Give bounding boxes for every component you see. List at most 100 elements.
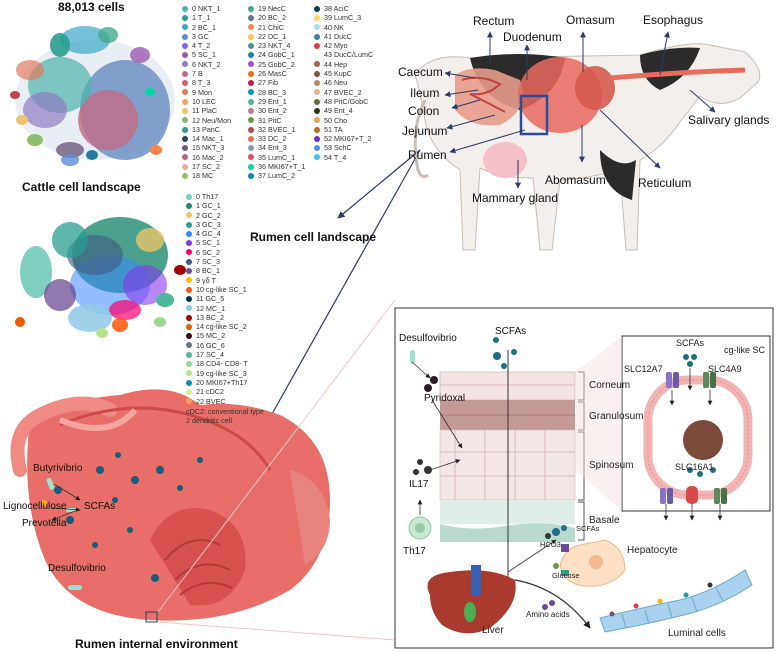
legend-item: 14 cg-like SC_2 <box>186 322 248 331</box>
legend-label: 19 cg-like SC_3 <box>196 368 247 378</box>
legend-item: 25 GobC_2 <box>248 60 305 69</box>
label-slc12a7: SLC12A7 <box>624 364 663 374</box>
legend-item: 53 SchC <box>314 143 373 152</box>
legend-label: 36 MKI67+T_1 <box>258 162 306 172</box>
legend-item: 6 SC_2 <box>186 248 248 257</box>
legend-swatch <box>186 193 192 200</box>
legend-label: 54 T_4 <box>324 152 347 162</box>
legend-item: 14 Mac_1 <box>182 134 231 143</box>
legend-swatch <box>248 52 254 59</box>
legend-swatch <box>182 52 188 59</box>
legend-swatch <box>186 305 192 312</box>
legend-swatch <box>186 258 192 265</box>
legend-item: 35 LumC_1 <box>248 153 305 162</box>
cattle-cell-count: 88,013 cells <box>58 0 125 14</box>
legend-swatch <box>248 163 254 170</box>
legend-label: 8 T_3 <box>192 78 211 88</box>
legend-item: 38 AciC <box>314 4 373 13</box>
legend-label: 5 SC_1 <box>196 238 220 248</box>
legend-item: 29 Ent_1 <box>248 97 305 106</box>
legend-label: 15 MC_2 <box>196 331 226 341</box>
legend-swatch <box>186 221 192 228</box>
legend-label: 40 NK <box>324 22 344 32</box>
label-scfas-rumen: SCFAs <box>84 501 116 512</box>
legend-swatch <box>186 379 192 386</box>
legend-label: 32 BVEC_1 <box>258 124 296 134</box>
legend-item: 47 BVEC_2 <box>314 88 373 97</box>
label-glucose: Glucose <box>552 571 580 580</box>
legend-swatch <box>186 333 192 340</box>
legend-label: 31 PitC <box>258 115 282 125</box>
label-abomasum: Abomasum <box>545 173 606 187</box>
arrow-rumen-to-environment <box>262 149 421 431</box>
legend-item: 32 BVEC_1 <box>248 125 305 134</box>
legend-swatch <box>248 107 254 114</box>
rumen-environment-illustration <box>10 299 396 641</box>
label-desulfovibrio-rumen: Desulfovibrio <box>48 563 106 574</box>
legend-swatch <box>248 126 254 133</box>
microbe-and-immune <box>408 337 517 540</box>
legend-swatch <box>182 172 188 179</box>
legend-swatch <box>182 117 188 124</box>
legend-label: 17 SC_2 <box>192 162 220 172</box>
legend-label: 27 Fib <box>258 78 278 88</box>
legend-item: 44 Hep <box>314 60 373 69</box>
legend-swatch <box>182 42 188 49</box>
legend-swatch <box>182 98 188 105</box>
legend-swatch <box>186 323 192 330</box>
label-spinosum: Spinosum <box>589 460 634 471</box>
legend-swatch <box>248 154 254 161</box>
legend-swatch <box>248 117 254 124</box>
cattle-umap-plot <box>10 26 175 166</box>
zoom-wedge <box>575 336 622 511</box>
legend-item: 24 GobC_1 <box>248 50 305 59</box>
legend-swatch <box>186 314 192 321</box>
legend-swatch <box>248 33 254 40</box>
legend-label: 12 Neu/Mon <box>192 115 232 125</box>
label-slc4a9: SLC4A9 <box>708 364 742 374</box>
legend-swatch <box>314 33 320 40</box>
legend-swatch <box>186 240 192 247</box>
label-scfas-small: SCFAs <box>576 524 600 533</box>
label-rectum: Rectum <box>473 14 515 28</box>
legend-item: 42 Myo <box>314 41 373 50</box>
legend-swatch <box>314 154 320 161</box>
legend-item: 5 SC_1 <box>186 238 248 247</box>
label-hco3: HCO3 <box>540 540 561 549</box>
legend-item: 46 Neu <box>314 78 373 87</box>
legend-swatch <box>182 154 188 161</box>
label-granulosum: Granulosum <box>589 411 644 422</box>
legend-item: 8 BC_1 <box>186 266 248 275</box>
legend-label: 6 NKT_2 <box>192 59 221 69</box>
legend-label: 30 Ent_2 <box>258 106 287 116</box>
legend-item: 50 Cho <box>314 116 373 125</box>
label-inset-scfas: SCFAs <box>676 338 705 348</box>
legend-swatch <box>314 135 320 142</box>
legend-label: 13 PanC <box>192 124 220 134</box>
legend-item: 51 TA <box>314 125 373 134</box>
legend-item: 16 GC_6 <box>186 341 248 350</box>
legend-label: 11 GC_5 <box>196 294 225 304</box>
legend-item: 22 DC_1 <box>248 32 305 41</box>
legend-swatch <box>186 202 192 209</box>
legend-item: 0 Th17 <box>186 192 248 201</box>
legend-swatch <box>248 61 254 68</box>
legend-label: 15 NKT_3 <box>192 143 225 153</box>
legend-label: 14 Mac_1 <box>192 134 224 144</box>
legend-swatch <box>314 89 320 96</box>
label-slc16a1: SLC16A1 <box>675 462 714 472</box>
legend-label: 13 BC_2 <box>196 312 224 322</box>
legend-item: 9 γδ T <box>186 276 248 285</box>
legend-swatch <box>186 249 192 256</box>
legend-swatch <box>182 24 188 31</box>
legend-item: 23 NKT_4 <box>248 41 305 50</box>
label-mammary-gland: Mammary gland <box>472 191 559 205</box>
legend-swatch <box>248 42 254 49</box>
arrow-rumen-to-landscape <box>337 149 421 219</box>
legend-item: 40 NK <box>314 23 373 32</box>
legend-label: 43 DucC/LumC <box>324 50 374 60</box>
legend-swatch <box>314 61 320 68</box>
legend-label: 0 NKT_1 <box>192 4 221 13</box>
legend-label: 21 cDC2 <box>196 387 224 397</box>
